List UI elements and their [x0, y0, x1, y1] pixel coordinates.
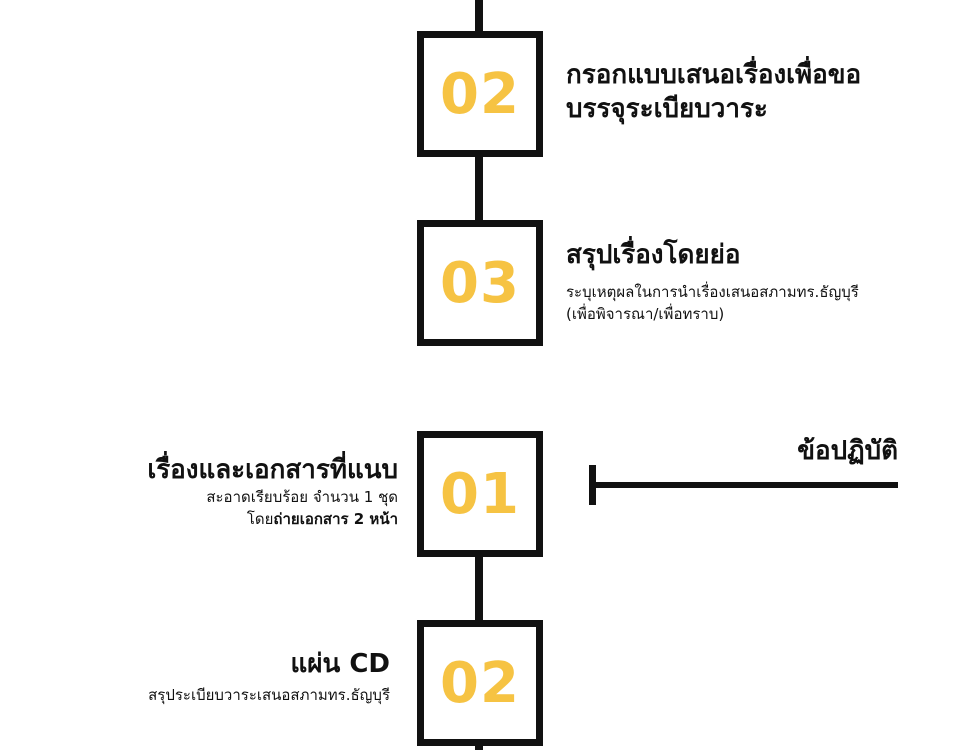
section-heading-rule-endcap — [589, 465, 596, 505]
step-description: สรุประเบียบวาระเสนอสภามทร.ธัญบุรี — [148, 686, 390, 704]
step-description-line: (เพื่อพิจารณา/เพื่อทราบ) — [566, 305, 725, 323]
step-description-prefix: โดย — [246, 510, 274, 528]
step-description-line: ระบุเหตุผลในการนำเรื่องเสนอสภามทร.ธัญบุร… — [566, 283, 859, 301]
step-number: 02 — [440, 61, 520, 127]
step-number-box: 03 — [417, 220, 543, 346]
step-title: เรื่องและเอกสารที่แนบ — [147, 455, 398, 485]
step-description: ระบุเหตุผลในการนำเรื่องเสนอสภามทร.ธัญบุร… — [566, 281, 956, 325]
step-title-line: กรอกแบบเสนอเรื่องเพื่อขอ — [566, 60, 862, 90]
timeline-connector — [475, 150, 483, 230]
step-number: 02 — [440, 650, 520, 716]
step-number: 01 — [440, 461, 520, 527]
step-number-box: 02 — [417, 620, 543, 746]
step-number-box: 02 — [417, 31, 543, 157]
section-heading: ข้อปฏิบัติ — [797, 436, 898, 466]
step-number: 03 — [440, 250, 520, 316]
step-number-box: 01 — [417, 431, 543, 557]
step-title-line: บรรจุระเบียบวาระ — [566, 94, 768, 124]
step-title: สรุปเรื่องโดยย่อ — [566, 240, 741, 270]
step-description: สะอาดเรียบร้อย จำนวน 1 ชุด โดยถ่ายเอกสาร… — [40, 486, 398, 530]
step-title: แผ่น CD — [290, 649, 390, 679]
step-title: กรอกแบบเสนอเรื่องเพื่อขอ บรรจุระเบียบวาร… — [566, 58, 946, 126]
timeline-connector — [475, 0, 483, 40]
step-description-emphasis: ถ่ายเอกสาร 2 หน้า — [273, 510, 398, 528]
step-description-line: โดยถ่ายเอกสาร 2 หน้า — [40, 508, 398, 530]
section-heading-rule — [592, 482, 898, 488]
step-description-line: สะอาดเรียบร้อย จำนวน 1 ชุด — [206, 488, 398, 506]
timeline-connector — [475, 550, 483, 630]
